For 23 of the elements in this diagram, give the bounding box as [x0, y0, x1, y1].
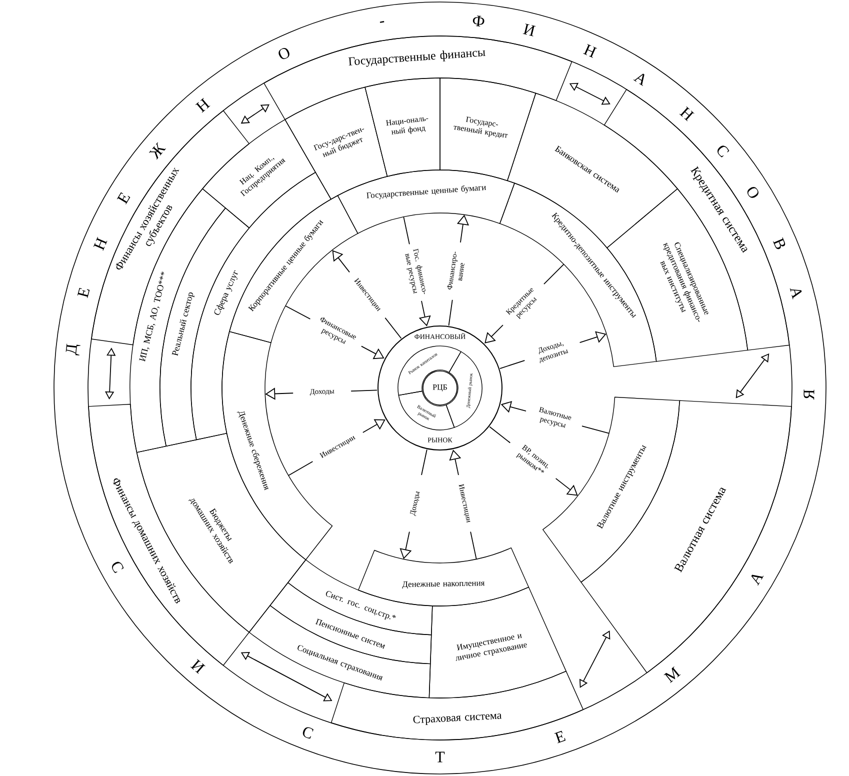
ring-letter: А [790, 288, 802, 300]
ring-letter: А [751, 574, 764, 586]
ring-letter: А [633, 74, 644, 86]
ring-letter: С [112, 562, 124, 574]
sector-box: Наци-ональ-ный фонд [364, 78, 440, 177]
ring-letter: В [772, 237, 786, 250]
ring-letter: Н [93, 236, 108, 251]
ring-letter: С [718, 146, 730, 158]
ring-letter: О [747, 186, 758, 198]
ring-letter: И [522, 24, 536, 36]
ring-letter: Н [195, 98, 210, 113]
sector-box: Государс-твенный кредит [440, 78, 536, 181]
sector-box: Государственные ценные бумаги [337, 170, 515, 234]
ring-letter: С [302, 727, 314, 739]
ring-letter: Е [77, 288, 90, 298]
ring-letter: Ж [148, 142, 166, 160]
ring-letter: Я [804, 389, 814, 400]
ring-letter: Н [583, 44, 598, 58]
ring-letter: О [278, 48, 290, 60]
ring-letter: Е [554, 730, 566, 744]
ring-letter: Д [66, 344, 80, 356]
ring-letter: Н [679, 106, 694, 122]
ring-letter: Е [116, 192, 130, 204]
